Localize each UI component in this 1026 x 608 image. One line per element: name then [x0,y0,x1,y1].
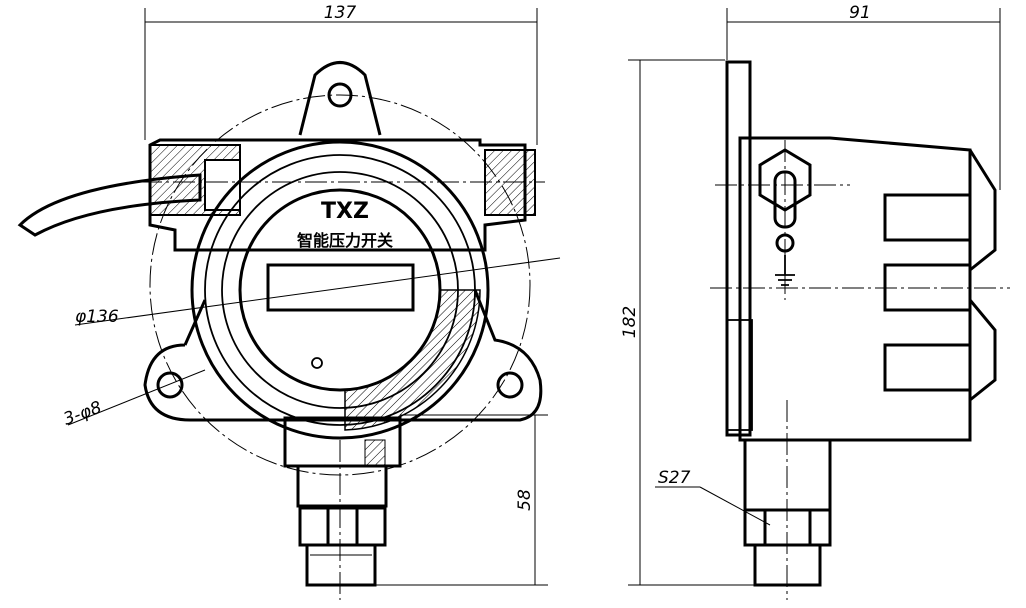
width-dim: 137 [324,3,357,23]
depth-dim: 91 [849,3,871,23]
side-view: 91 182 S27 [620,3,1010,600]
height-dim: 182 [620,306,640,338]
thread-fitting [305,543,377,587]
hex-nut [298,506,387,547]
fin-1 [883,193,972,242]
circle-dim: φ136 [75,307,119,327]
wrench-dim-leader [699,486,771,526]
lower-lug [726,319,753,431]
side-hex-nut [743,508,832,547]
cover-outer-ring [190,140,490,440]
indicator-dot [311,357,323,369]
mount-hole-left [156,371,184,399]
cover-fins [968,149,997,402]
holes-dim-line [67,369,206,426]
lcd-display [266,263,415,312]
stem-lower [296,464,388,508]
mounting-plate [725,60,752,437]
fin-3 [883,343,972,392]
lug-hole [327,82,353,108]
wrench-dim: S27 [658,468,691,488]
product-name-label: 智能压力开关 [297,231,393,250]
stem-height-dim: 58 [515,489,535,511]
circle-dim-line [74,257,561,326]
holes-dim: 3-φ8 [61,398,105,430]
model-label: TXZ [321,199,369,224]
mount-hole-right [496,371,524,399]
stem-section [364,439,386,467]
top-lug [298,61,382,136]
cable [17,173,202,237]
front-view: TXZ 智能压力开关 137 φ136 3-φ8 58 [17,3,561,600]
